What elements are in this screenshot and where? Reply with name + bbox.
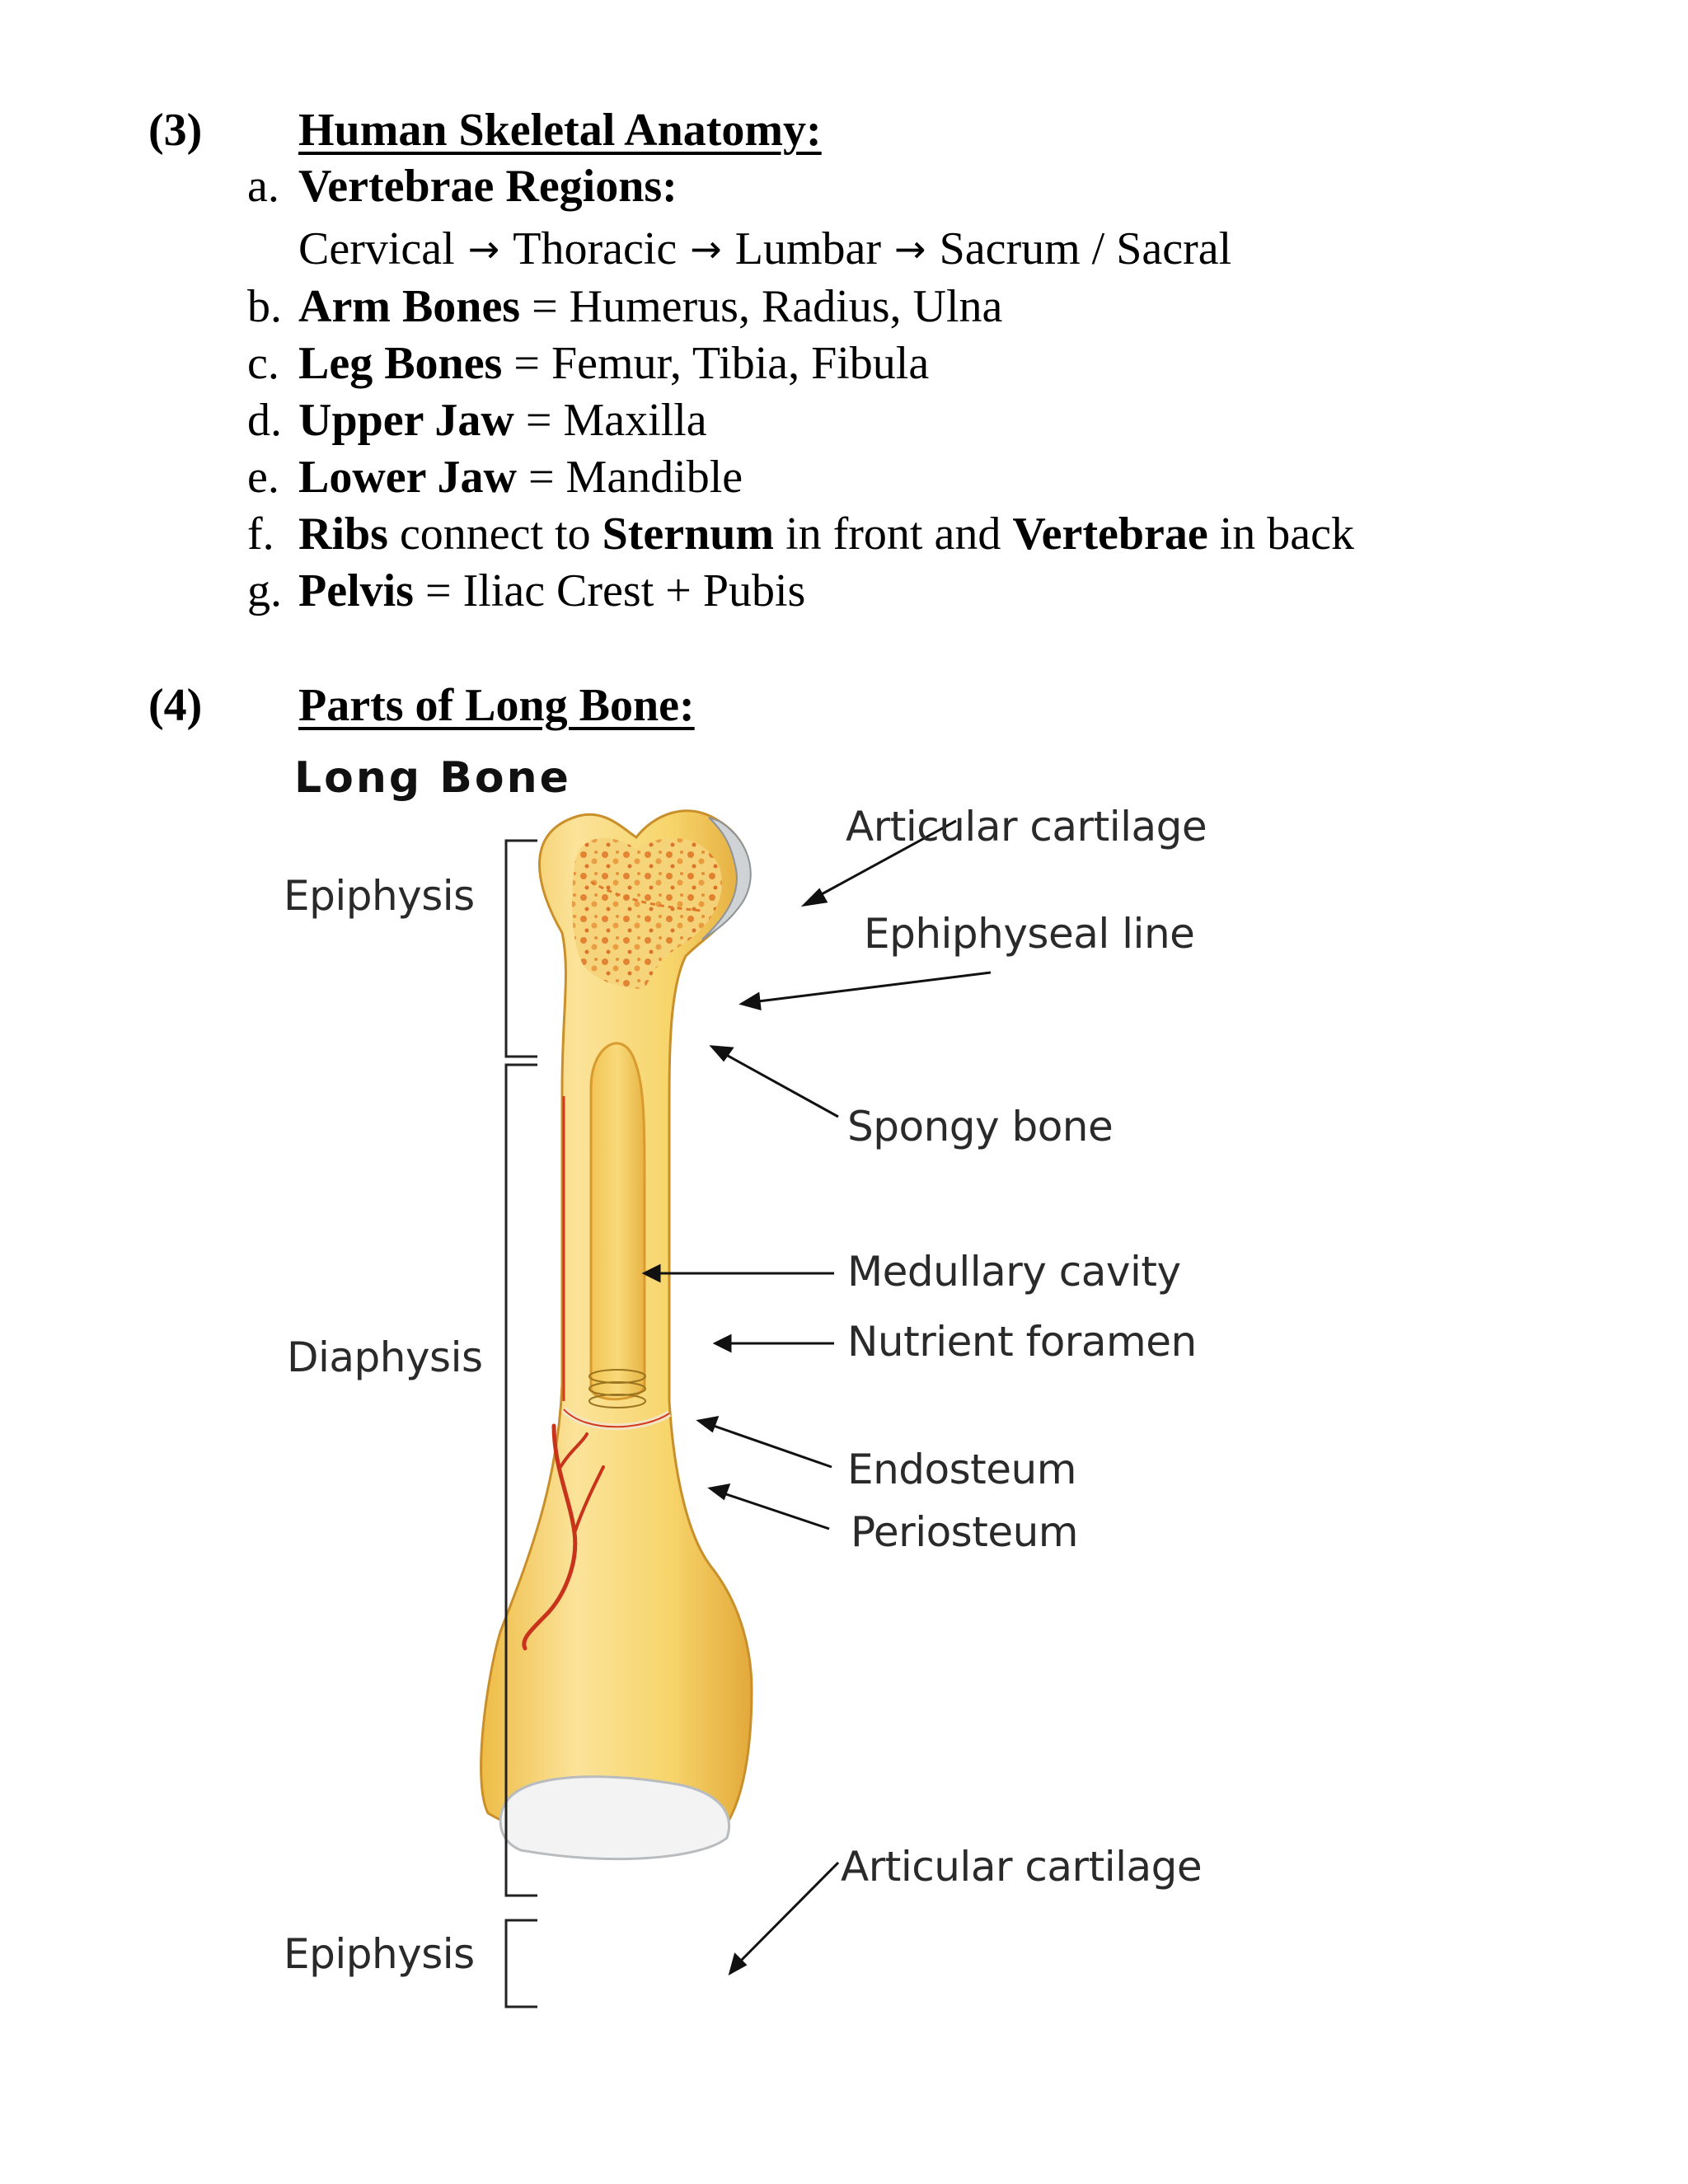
region-label-epiphysis-top: Epiphysis xyxy=(284,872,475,920)
list-letter: c. xyxy=(247,338,279,389)
section-4-title: Parts of Long Bone: xyxy=(298,680,695,731)
label-endosteum: Endosteum xyxy=(847,1446,1076,1493)
vertebrae-region: Lumbar xyxy=(734,223,882,274)
right-arrow-icon: → xyxy=(467,227,500,271)
long-bone-illustration xyxy=(480,809,992,2008)
list-letter: b. xyxy=(247,281,282,332)
right-arrow-icon: → xyxy=(894,227,926,271)
list-letter: a. xyxy=(247,161,279,212)
list-item-upper-jaw: d. Upper Jaw = Maxilla xyxy=(247,397,707,443)
list-item-pelvis: g. Pelvis = Iliac Crest + Pubis xyxy=(247,568,805,614)
list-term: Arm Bones xyxy=(298,281,521,332)
list-term: Leg Bones xyxy=(298,338,503,389)
diaphysis-bracket xyxy=(504,1063,537,1897)
label-epiphyseal-line: Ephiphyseal line xyxy=(864,910,1195,958)
list-term: Vertebrae Regions: xyxy=(298,161,678,212)
vertebrae-region: Sacrum / Sacral xyxy=(939,223,1232,274)
leader-arrows xyxy=(641,819,992,1976)
list-definition: = Maxilla xyxy=(513,395,707,446)
list-term: Vertebrae xyxy=(1012,509,1208,560)
list-term: Sternum xyxy=(602,509,775,560)
epiphysis-bottom-bracket xyxy=(504,1919,537,2008)
list-item-leg-bones: c. Leg Bones = Femur, Tibia, Fibula xyxy=(247,340,929,387)
vertebrae-region: Cervical xyxy=(298,223,455,274)
list-letter: f. xyxy=(247,509,274,560)
section-3-number: (3) xyxy=(148,105,203,156)
list-term: Lower Jaw xyxy=(298,452,517,503)
list-item-arm-bones: b. Arm Bones = Humerus, Radius, Ulna xyxy=(247,284,1002,330)
right-arrow-icon: → xyxy=(690,227,722,271)
endosteum-rings xyxy=(588,1369,646,1408)
list-definition: = Femur, Tibia, Fibula xyxy=(502,338,930,389)
list-letter: g. xyxy=(247,565,282,616)
list-term: Pelvis xyxy=(298,565,414,616)
label-periosteum: Periosteum xyxy=(851,1508,1078,1556)
list-term: Upper Jaw xyxy=(298,395,514,446)
label-spongy-bone: Spongy bone xyxy=(847,1103,1114,1151)
list-definition: = Mandible xyxy=(516,452,743,503)
diagram-title: Long Bone xyxy=(294,753,571,803)
long-bone-diagram: Long Bone Epiphysis Diaphysis Epiphysis … xyxy=(257,742,1230,2044)
list-letter: d. xyxy=(247,395,282,446)
section-4-number: (4) xyxy=(148,680,203,731)
region-label-diaphysis: Diaphysis xyxy=(287,1333,483,1381)
list-definition: = Iliac Crest + Pubis xyxy=(413,565,806,616)
articular-cartilage-top-shape xyxy=(701,817,752,940)
list-item-vertebrae: a. Vertebrae Regions: xyxy=(247,163,678,209)
list-letter: e. xyxy=(247,452,279,503)
section-3-title: Human Skeletal Anatomy: xyxy=(298,105,822,156)
list-text: connect to xyxy=(387,509,603,560)
articular-cartilage-bottom-shape xyxy=(499,1775,730,1861)
label-nutrient-foramen: Nutrient foramen xyxy=(847,1318,1197,1366)
list-text: in back xyxy=(1207,509,1355,560)
epiphysis-top-bracket xyxy=(504,839,537,1058)
list-term: Ribs xyxy=(298,509,388,560)
blood-vessel xyxy=(522,1423,578,1651)
label-medullary-cavity: Medullary cavity xyxy=(847,1248,1181,1296)
list-item-ribs: f. Ribs connect to Sternum in front and V… xyxy=(247,511,1354,557)
list-definition: = Humerus, Radius, Ulna xyxy=(520,281,1003,332)
label-articular-cartilage-top: Articular cartilage xyxy=(846,803,1207,851)
spongy-bone-shape xyxy=(572,837,722,989)
label-articular-cartilage-bottom: Articular cartilage xyxy=(841,1843,1203,1891)
medullary-cavity-shape xyxy=(589,1042,646,1401)
region-label-epiphysis-bottom: Epiphysis xyxy=(284,1930,475,1978)
vertebrae-region: Thoracic xyxy=(513,223,678,274)
vertebrae-sequence: Cervical → Thoracic → Lumbar → Sacrum / Sacral xyxy=(298,226,1231,272)
list-item-lower-jaw: e. Lower Jaw = Mandible xyxy=(247,454,743,500)
epiphyseal-line-shape xyxy=(590,880,703,912)
list-text: in front and xyxy=(774,509,1013,560)
